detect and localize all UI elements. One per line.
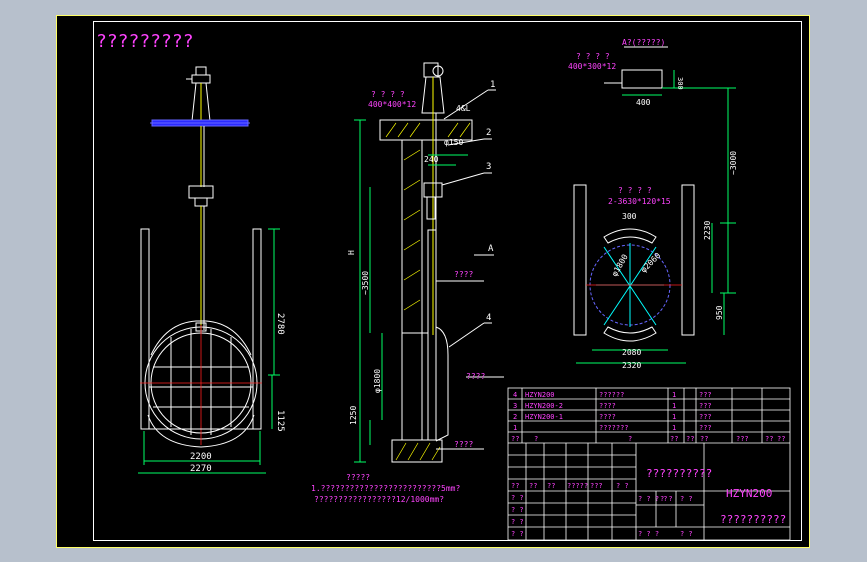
section-d950: 950 <box>715 305 724 320</box>
rev-header-cell: ?? <box>547 482 555 490</box>
part-material: ??? <box>699 402 712 410</box>
side-label-a: A <box>488 244 494 254</box>
drawing-sheet: ????????? <box>56 15 810 548</box>
cad-drawing: ????????? <box>56 15 810 548</box>
section-h300: 300 <box>676 77 684 90</box>
part-qty: 1 <box>672 424 676 432</box>
wall-slab <box>379 119 473 141</box>
side-d3500: ~3500 <box>361 271 370 295</box>
drawing-title: ????????? <box>96 31 194 52</box>
part-code: HZYN200 <box>525 391 555 399</box>
section-plate-size: 400*300*12 <box>568 62 616 71</box>
section-d2230: 2230 <box>703 221 712 240</box>
part-material: ??? <box>699 391 712 399</box>
company-name: ?????????? <box>720 513 786 526</box>
part-qty: 1 <box>672 413 676 421</box>
side-label-4: 4 <box>486 313 491 323</box>
section-header: A?(?????) <box>622 38 665 47</box>
title-design: ? ? <box>511 494 524 502</box>
part-code: HZYN200-2 <box>525 402 563 410</box>
section-rib-size: 2-3630*120*15 <box>608 197 671 206</box>
drawing-title-block-name: ?????????? <box>646 467 712 480</box>
title-block-text: ?? ?? ?? ????? ??? ? ? ? ? ? ? ? ? ? ? ?… <box>511 482 693 538</box>
dim-1125: 1125 <box>275 410 285 432</box>
section-view <box>573 46 736 364</box>
part-name: ??????? <box>599 424 629 432</box>
notes-line1: 1.?????????????????????????5mm? <box>311 484 460 493</box>
parts-header-cell: ? <box>628 435 632 443</box>
side-note-mid: ???? <box>454 270 473 279</box>
parts-header-cell: ? <box>534 435 538 443</box>
rev-header-cell: ?? <box>529 482 537 490</box>
rev-header-cell: ?? <box>511 482 519 490</box>
section-d1800: φ1800 <box>610 252 630 278</box>
drawing-code: HZYN200 <box>726 487 772 500</box>
part-qty: 1 <box>672 402 676 410</box>
dim-2270: 2270 <box>190 464 212 474</box>
front-view <box>138 66 280 474</box>
side-label-3: 3 <box>486 162 491 172</box>
part-name: ???? <box>599 413 616 421</box>
sheet-label: ? ? ? <box>638 530 659 538</box>
parts-header-cell: ?? <box>700 435 708 443</box>
outer-border <box>56 15 810 548</box>
section-d3000: ~3000 <box>729 151 738 175</box>
dim-2780: 2780 <box>275 313 285 335</box>
side-d1250: 1250 <box>349 406 358 425</box>
part-material: ??? <box>699 424 712 432</box>
parts-header-cell: ?? <box>511 435 519 443</box>
rev-header-cell: ????? <box>567 482 588 490</box>
part-material: ??? <box>699 413 712 421</box>
side-label-2: 2 <box>486 128 491 138</box>
actuator-icon <box>186 66 211 122</box>
rev-header-cell: ? ? <box>616 482 629 490</box>
side-d240: 240 <box>424 155 439 164</box>
side-note-low: ???? <box>466 372 485 381</box>
parts-header-cell: ?? <box>765 435 773 443</box>
side-d150: φ150 <box>444 138 463 147</box>
part-no: 4 <box>513 391 517 399</box>
parts-header-cell: ?? <box>686 435 694 443</box>
part-name: ?????? <box>599 391 624 399</box>
title-check: ? ? <box>511 506 524 514</box>
rev-header-cell: ??? <box>590 482 603 490</box>
stage-label: ? ? ? ? <box>638 495 668 503</box>
parts-header-cell: ??? <box>736 435 749 443</box>
side-bolt: 4&L <box>456 104 471 113</box>
section-w2080: 2080 <box>622 348 641 357</box>
title-block <box>507 387 791 541</box>
title-proc: ? ? <box>511 530 524 538</box>
side-h: H <box>347 250 356 255</box>
side-plate-note: ? ? ? ? <box>371 90 405 99</box>
part-no: 3 <box>513 402 517 410</box>
side-note-bottom: ???? <box>454 440 473 449</box>
sheets-label: ? ? <box>680 530 693 538</box>
side-label-1: 1 <box>490 80 495 90</box>
part-no: 1 <box>513 424 517 432</box>
section-w300: 300 <box>622 212 637 221</box>
scale-label: ? ? <box>680 495 693 503</box>
part-name: ???? <box>599 402 616 410</box>
side-d1800: φ1800 <box>373 369 382 393</box>
inner-border <box>93 21 802 541</box>
parts-list: 4 HZYN200 ?????? 1 ??? 3 HZYN200-2 ???? … <box>511 391 785 443</box>
part-qty: 1 <box>672 391 676 399</box>
title-std: ? ? <box>511 518 524 526</box>
part-no: 2 <box>513 413 517 421</box>
notes-head: ????? <box>346 473 370 482</box>
weight-label: ? ? <box>660 495 673 503</box>
notes-line2: ?????????????????12/1000mm? <box>314 495 444 504</box>
section-rib-note: ? ? ? ? <box>618 186 652 195</box>
section-w2320: 2320 <box>622 361 641 370</box>
parts-header-cell: ?? <box>777 435 785 443</box>
section-w400: 400 <box>636 98 651 107</box>
side-plate-size: 400*400*12 <box>368 100 416 109</box>
part-code: HZYN200-1 <box>525 413 563 421</box>
section-plate-note: ? ? ? ? <box>576 52 610 61</box>
side-view <box>354 62 504 463</box>
parts-header-cell: ?? <box>670 435 678 443</box>
dim-2200: 2200 <box>190 452 212 462</box>
